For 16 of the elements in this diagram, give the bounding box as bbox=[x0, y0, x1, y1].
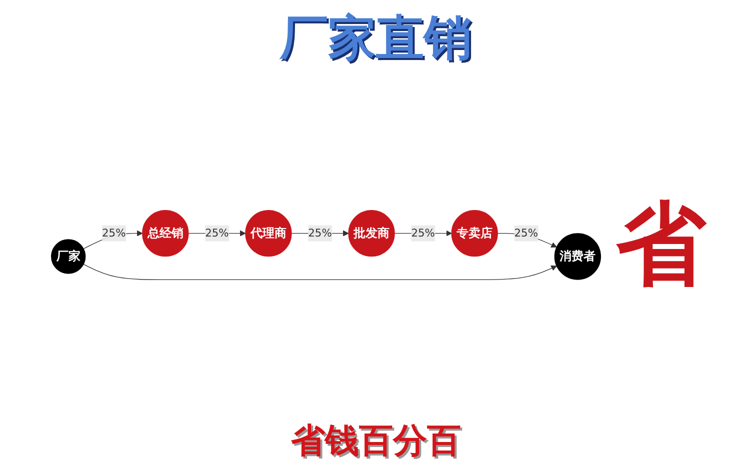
arrow bbox=[497, 233, 557, 248]
big-character: 省 bbox=[616, 191, 706, 299]
arrow bbox=[83, 264, 557, 280]
edge-label: 25% bbox=[102, 226, 126, 240]
title: 厂家直销 bbox=[280, 9, 472, 68]
edge-label: 25% bbox=[308, 226, 332, 240]
edge-label: 25% bbox=[514, 226, 538, 240]
edge-label: 25% bbox=[205, 226, 229, 240]
slogan: 省钱百分百 bbox=[291, 420, 461, 463]
node-circle: 专卖店 bbox=[451, 210, 498, 257]
node-circle: 总经销 bbox=[142, 210, 189, 257]
node-circle: 批发商 bbox=[348, 210, 395, 257]
node-circle: 代理商 bbox=[245, 210, 292, 257]
node-circle: 厂家 bbox=[51, 239, 86, 274]
node-circle: 消费者 bbox=[554, 233, 601, 280]
edge-label: 25% bbox=[411, 226, 435, 240]
